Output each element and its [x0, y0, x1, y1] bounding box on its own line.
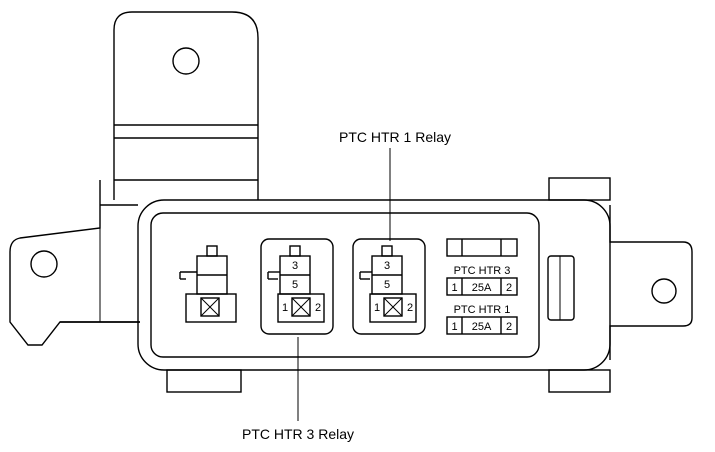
- callout-relay1-label: PTC HTR 1 Relay: [339, 129, 451, 145]
- upper-mounting-bracket: [113, 11, 259, 200]
- ptc-htr1-relay: 3 5 1 2: [352, 238, 426, 335]
- left-tab-hole: [30, 250, 58, 278]
- relay1-pin-3: 3: [384, 260, 390, 272]
- top-right-latch: [548, 177, 611, 201]
- right-tab-hole: [651, 278, 677, 304]
- callout-relay3-label: PTC HTR 3 Relay: [242, 426, 354, 442]
- relay3-pin-2: 2: [315, 302, 321, 314]
- bracket-mounting-hole: [172, 47, 200, 75]
- fuse-htr1-pin-2: 2: [506, 321, 512, 333]
- relay1-pin-1: 1: [374, 302, 380, 314]
- fuse-htr1-pin-1: 1: [451, 321, 457, 333]
- ptc-htr3-fuse: PTC HTR 3 1 25A 2: [446, 265, 518, 296]
- relay3-pin-3: 3: [292, 260, 298, 272]
- relay1-pin-5: 5: [384, 279, 390, 291]
- bottom-left-latch: [166, 369, 242, 393]
- relay3-pin-5: 5: [292, 279, 298, 291]
- fuse-htr3-pin-2: 2: [506, 282, 512, 294]
- relay1-pin-2: 2: [407, 302, 413, 314]
- right-mounting-tab: [547, 205, 693, 360]
- fuse-htr3-pin-1: 1: [451, 282, 457, 294]
- fuse-htr3-rating: 25A: [472, 282, 492, 294]
- callout-relay3: PTC HTR 3 Relay: [242, 337, 354, 442]
- relay3-pin-1: 1: [282, 302, 288, 314]
- fuse-htr1-rating: 25A: [472, 321, 492, 333]
- left-mounting-tab: [9, 180, 140, 346]
- callout-relay1: PTC HTR 1 Relay: [339, 129, 451, 241]
- fuse-htr3-title: PTC HTR 3: [454, 265, 511, 277]
- main-housing: [137, 199, 611, 371]
- bottom-right-latch: [548, 369, 611, 393]
- ptc-htr3-relay: 3 5 1 2: [260, 238, 334, 335]
- spare-fuse-slot: [446, 238, 518, 257]
- empty-relay-socket: [179, 245, 237, 323]
- fuse-htr1-title: PTC HTR 1: [454, 304, 511, 316]
- ptc-htr1-fuse: PTC HTR 1 1 25A 2: [446, 304, 518, 335]
